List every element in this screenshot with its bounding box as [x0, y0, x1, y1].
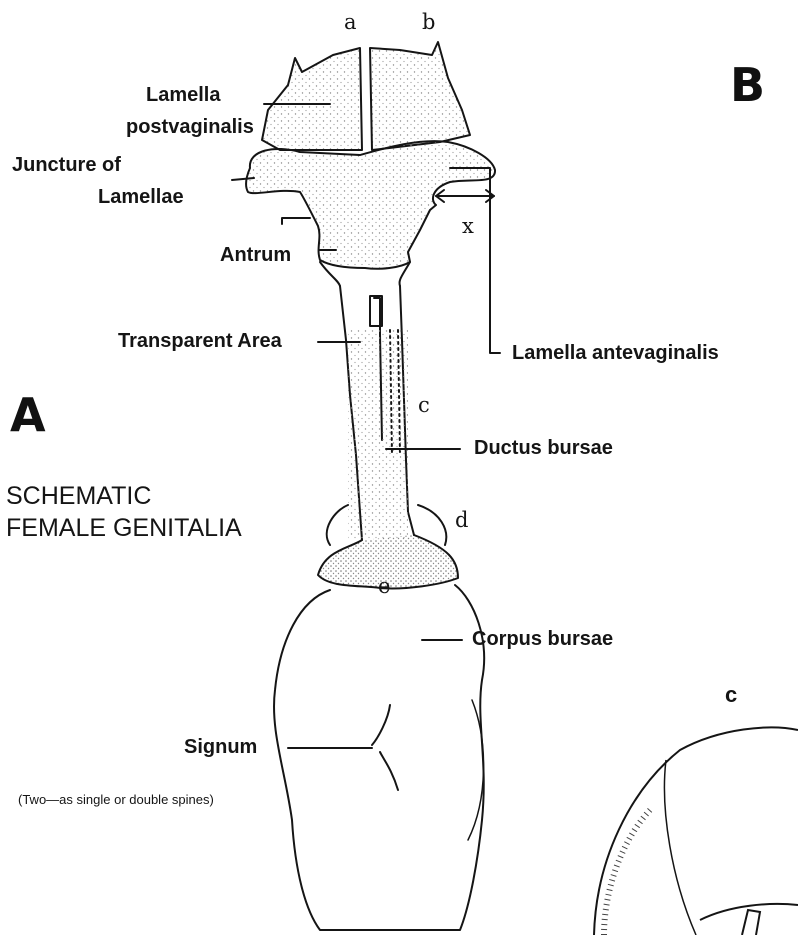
- part-letter-e: e: [378, 574, 390, 598]
- label-juncture-1: Juncture of: [12, 154, 121, 176]
- part-letter-d: d: [455, 508, 468, 532]
- label-signum: Signum: [184, 736, 257, 758]
- label-juncture-2: Lamellae: [98, 186, 184, 208]
- figure-title-line1: SCHEMATIC: [6, 480, 151, 512]
- figure-title-line2: FEMALE GENITALIA: [6, 512, 242, 544]
- part-letter-a: a: [344, 10, 357, 34]
- panel-letter-c: c: [725, 684, 737, 706]
- part-letter-c: c: [418, 393, 430, 417]
- label-antrum: Antrum: [220, 244, 291, 266]
- label-lamella-postvaginalis-2: postvaginalis: [126, 116, 254, 138]
- part-letter-b: b: [422, 10, 435, 34]
- label-ductus-bursae: Ductus bursae: [474, 437, 613, 459]
- part-letter-x: x: [462, 214, 474, 238]
- label-lamella-postvaginalis-1: Lamella: [146, 84, 220, 106]
- label-signum-note: (Two—as single or double spines): [18, 789, 214, 811]
- label-corpus-bursae: Corpus bursae: [472, 628, 613, 650]
- panel-letter-b: B: [730, 58, 765, 112]
- label-transparent-area: Transparent Area: [118, 330, 282, 352]
- label-lamella-antevaginalis: Lamella antevaginalis: [512, 342, 719, 364]
- panel-letter-a: A: [10, 388, 46, 442]
